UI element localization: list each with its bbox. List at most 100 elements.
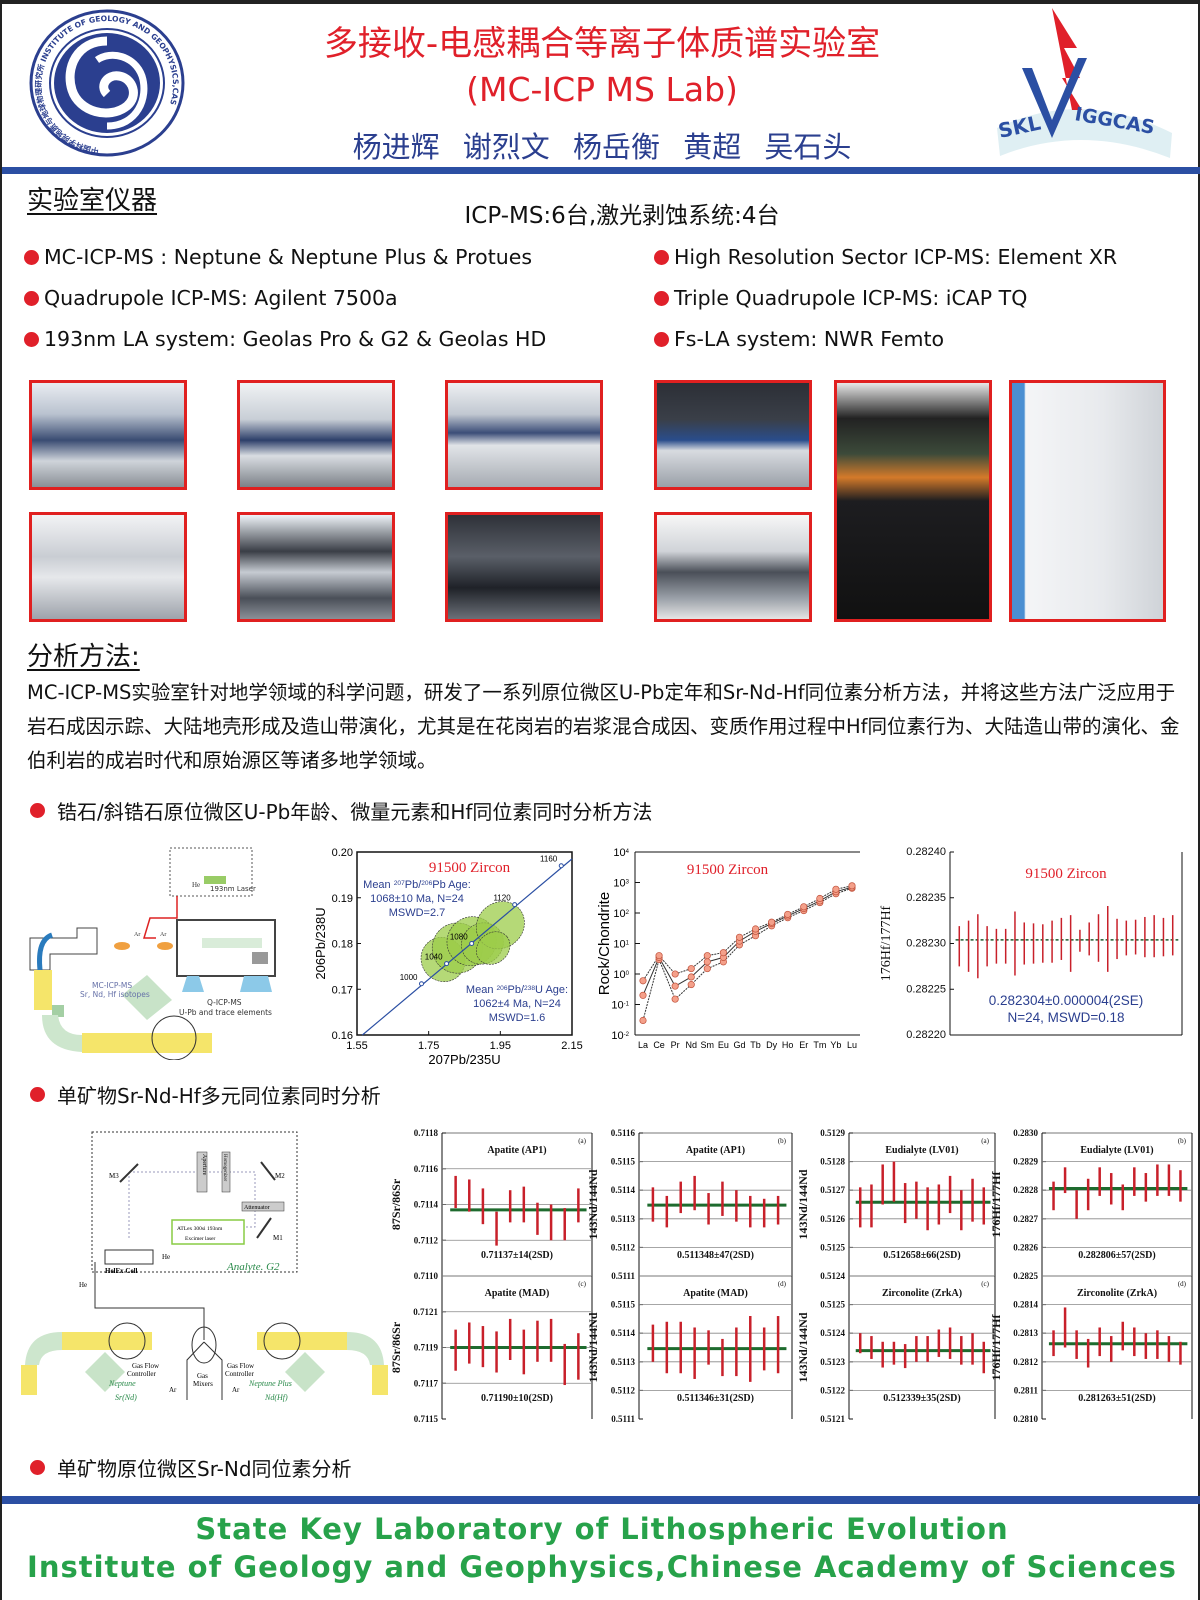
ree-pattern-line xyxy=(642,887,853,1021)
y-tick-label: 0.2828 xyxy=(1013,1185,1038,1195)
data-point xyxy=(832,888,840,896)
methods-heading: 分析方法: xyxy=(27,642,140,672)
iggcas-logo: 中国科学院地质与地球物理研究所 INSTITUTE OF GEOLOGY AND… xyxy=(29,9,185,157)
ree-pattern-line xyxy=(642,885,853,982)
y-tick-label: 0.5126 xyxy=(820,1214,845,1224)
instrument-photo xyxy=(1009,380,1166,622)
instrument-photo xyxy=(29,380,187,490)
x-axis-label: 207Pb/235U xyxy=(428,1052,500,1067)
annotation: Mean 206Pb/238U Age: xyxy=(466,984,568,996)
ree-pattern-line xyxy=(642,886,853,996)
author-names: 杨进辉 谢烈文 杨岳衡 黄超 吴石头 xyxy=(352,130,852,164)
instrument-label: Triple Quadrupole ICP-MS: iCAP TQ xyxy=(674,286,1028,310)
age-label: 1160 xyxy=(540,855,558,864)
y-tick-label: 0.5113 xyxy=(611,1214,636,1224)
result-label: 0.511346±31(2SD) xyxy=(677,1393,754,1404)
data-point xyxy=(671,982,679,990)
y-tick-label: 0.5128 xyxy=(820,1157,845,1167)
data-point xyxy=(751,927,760,935)
cell-label: HelEx Cell xyxy=(105,1267,138,1275)
instruments-heading: 实验室仪器 xyxy=(27,186,158,216)
y-tick-label: 0.5121 xyxy=(820,1414,845,1424)
result-label: 0.282806±57(2SD) xyxy=(1078,1250,1155,1261)
mixer-label: Gas xyxy=(197,1372,208,1380)
y-axis-label: 176Hf/177Hf xyxy=(989,1171,1003,1238)
analyte-label: Analyte. G2 xyxy=(226,1261,280,1273)
neptune-label: Neptune xyxy=(108,1379,136,1388)
age-label: 1000 xyxy=(400,973,418,982)
aperture-label: Aperture xyxy=(201,1154,207,1176)
y-tick-label: 0.5114 xyxy=(611,1328,636,1338)
laser-label: 193nm Laser xyxy=(210,885,256,893)
he-label: He xyxy=(192,881,200,889)
y-axis-label: 143Nd/144Nd xyxy=(586,1169,600,1239)
data-ellipse xyxy=(420,937,466,982)
instrument-label: Quadrupole ICP-MS: Agilent 7500a xyxy=(44,286,398,310)
section-heading-sr-nd-hf: 单矿物Sr-Nd-Hf多元同位素同时分析 xyxy=(30,1080,381,1109)
data-point xyxy=(832,890,840,898)
data-point xyxy=(832,885,840,893)
chart-title: Apatite (MAD) xyxy=(683,1288,748,1299)
y-tick-label: 0.5123 xyxy=(820,1357,845,1367)
mirror-label: M3 xyxy=(109,1172,119,1180)
data-ellipse xyxy=(476,931,511,965)
y-tick-label: 0.5125 xyxy=(820,1242,845,1252)
y-tick-label: 0.2826 xyxy=(1013,1242,1038,1252)
result-label: 0.511348±47(2SD) xyxy=(677,1250,754,1261)
result-label: 0.512339±35(2SD) xyxy=(883,1393,960,1404)
data-point xyxy=(800,903,808,911)
y-tick-label: 103 xyxy=(613,878,629,890)
data-point xyxy=(848,883,856,891)
y-tick-label: 0.7112 xyxy=(414,1235,439,1245)
y-tick-label: 0.28235 xyxy=(906,892,946,904)
chart-title: 91500 Zircon xyxy=(1025,866,1107,882)
y-tick-label: 0.5124 xyxy=(820,1328,845,1338)
x-tick-label: Sm xyxy=(701,1040,715,1050)
laser-label: ATLex 300si 193nm xyxy=(177,1226,223,1232)
instrument-photo xyxy=(834,380,992,622)
data-point xyxy=(784,914,792,922)
x-tick-label: Dy xyxy=(766,1040,777,1050)
data-point xyxy=(703,958,711,966)
chart-title: Apatite (AP1) xyxy=(487,1145,546,1156)
panel-tag: (d) xyxy=(1178,1280,1187,1288)
x-tick-label: 1.75 xyxy=(418,1040,439,1052)
methods-paragraph: MC-ICP-MS实验室针对地学领域的科学问题，研发了一系列原位微区U-Pb定年… xyxy=(27,681,1180,772)
y-tick-label: 0.5112 xyxy=(611,1242,636,1252)
chart-title: 91500 Zircon xyxy=(687,862,769,878)
chart-title: Zirconolite (ZrkA) xyxy=(1077,1288,1157,1299)
y-tick-label: 0.20 xyxy=(332,847,353,859)
result-label: N=24, MSWD=0.18 xyxy=(1007,1010,1124,1025)
y-tick-label: 0.2810 xyxy=(1013,1414,1038,1424)
data-point xyxy=(848,882,856,890)
age-marker xyxy=(469,941,475,946)
data-point xyxy=(655,955,663,963)
y-axis-label: 176Hf/177Hf xyxy=(879,905,894,981)
data-point xyxy=(671,995,679,1003)
data-point xyxy=(800,904,808,913)
y-tick-label: 10-1 xyxy=(611,1000,629,1012)
homogenizer-label: Homogenizer xyxy=(222,1154,227,1182)
lab-title: 多接收-电感耦合等离子体质谱实验室 xyxy=(323,24,881,64)
data-point xyxy=(655,952,663,960)
data-point xyxy=(768,918,776,926)
instrument-photo xyxy=(237,380,395,490)
y-tick-label: 0.2814 xyxy=(1013,1300,1038,1310)
chart-title: Apatite (AP1) xyxy=(686,1145,745,1156)
y-tick-label: 0.28240 xyxy=(906,846,946,858)
section-heading-sr-nd: 单矿物原位微区Sr-Nd同位素分析 xyxy=(30,1453,352,1482)
instrument-item: Triple Quadrupole ICP-MS: iCAP TQ xyxy=(654,286,1027,310)
data-point xyxy=(816,897,824,905)
x-tick-label: Tm xyxy=(813,1040,826,1050)
age-label: 1120 xyxy=(493,894,511,903)
top-border xyxy=(2,0,1200,4)
x-tick-label: La xyxy=(638,1040,648,1050)
footer-divider xyxy=(2,1496,1200,1504)
instrument-item: High Resolution Sector ICP-MS: Element X… xyxy=(654,245,1117,269)
y-tick-label: 0.2813 xyxy=(1013,1328,1038,1338)
age-marker xyxy=(512,902,518,908)
q-icpms-label: Q-ICP-MS xyxy=(207,998,242,1007)
data-point xyxy=(687,981,695,989)
instrument-label: 193nm LA system: Geolas Pro & G2 & Geola… xyxy=(44,327,547,351)
